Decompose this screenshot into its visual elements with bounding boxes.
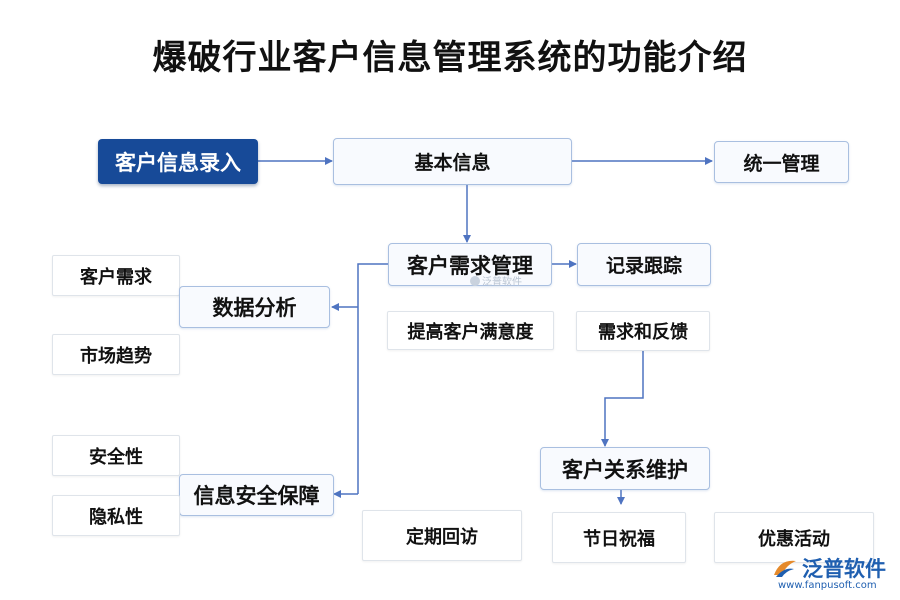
node-data-analysis: 数据分析	[179, 286, 330, 328]
brand-logo-name: 泛普软件	[802, 557, 886, 581]
watermark-center: 泛普软件	[470, 273, 522, 288]
node-safety: 安全性	[52, 435, 180, 476]
brand-logo-url: www.fanpusoft.com	[778, 580, 877, 591]
node-customer-demand: 客户需求	[52, 255, 180, 296]
brand-logo: 泛普软件	[772, 553, 886, 583]
node-promotions: 优惠活动	[714, 512, 874, 563]
node-privacy: 隐私性	[52, 495, 180, 536]
node-record-tracking: 记录跟踪	[577, 243, 711, 286]
node-relationship-maintenance: 客户关系维护	[540, 447, 710, 490]
node-basic-info: 基本信息	[333, 138, 572, 185]
node-holiday-greetings: 节日祝福	[552, 512, 686, 563]
node-info-security: 信息安全保障	[179, 474, 334, 516]
watermark-logo-icon	[470, 275, 480, 286]
node-unified-management: 统一管理	[714, 141, 849, 183]
node-demand-feedback: 需求和反馈	[576, 311, 710, 351]
node-customer-info-entry: 客户信息录入	[98, 139, 258, 184]
diagram-title: 爆破行业客户信息管理系统的功能介绍	[152, 38, 748, 78]
node-satisfaction: 提高客户满意度	[387, 311, 554, 350]
node-market-trend: 市场趋势	[52, 334, 180, 375]
brand-logo-icon	[774, 560, 796, 577]
node-regular-visit: 定期回访	[362, 510, 522, 561]
connector-demand-branch	[357, 263, 388, 494]
arrow-feedback-to-relation	[601, 351, 644, 447]
